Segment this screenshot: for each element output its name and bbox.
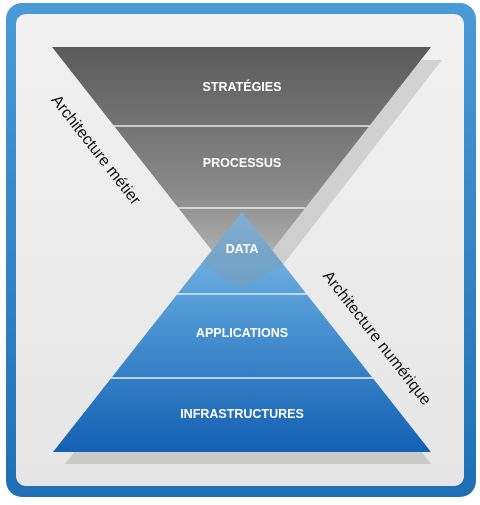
layer-applications: APPLICATIONS	[196, 326, 288, 340]
layer-data: DATA	[226, 242, 259, 256]
layer-strategies: STRATÉGIES	[203, 79, 282, 94]
layer-infrastructures: INFRASTRUCTURES	[180, 407, 304, 421]
business-funnel	[52, 47, 431, 289]
layer-processus: PROCESSUS	[203, 156, 282, 170]
digital-pyramid	[53, 212, 431, 452]
data-overlap-diamond	[201, 212, 283, 289]
